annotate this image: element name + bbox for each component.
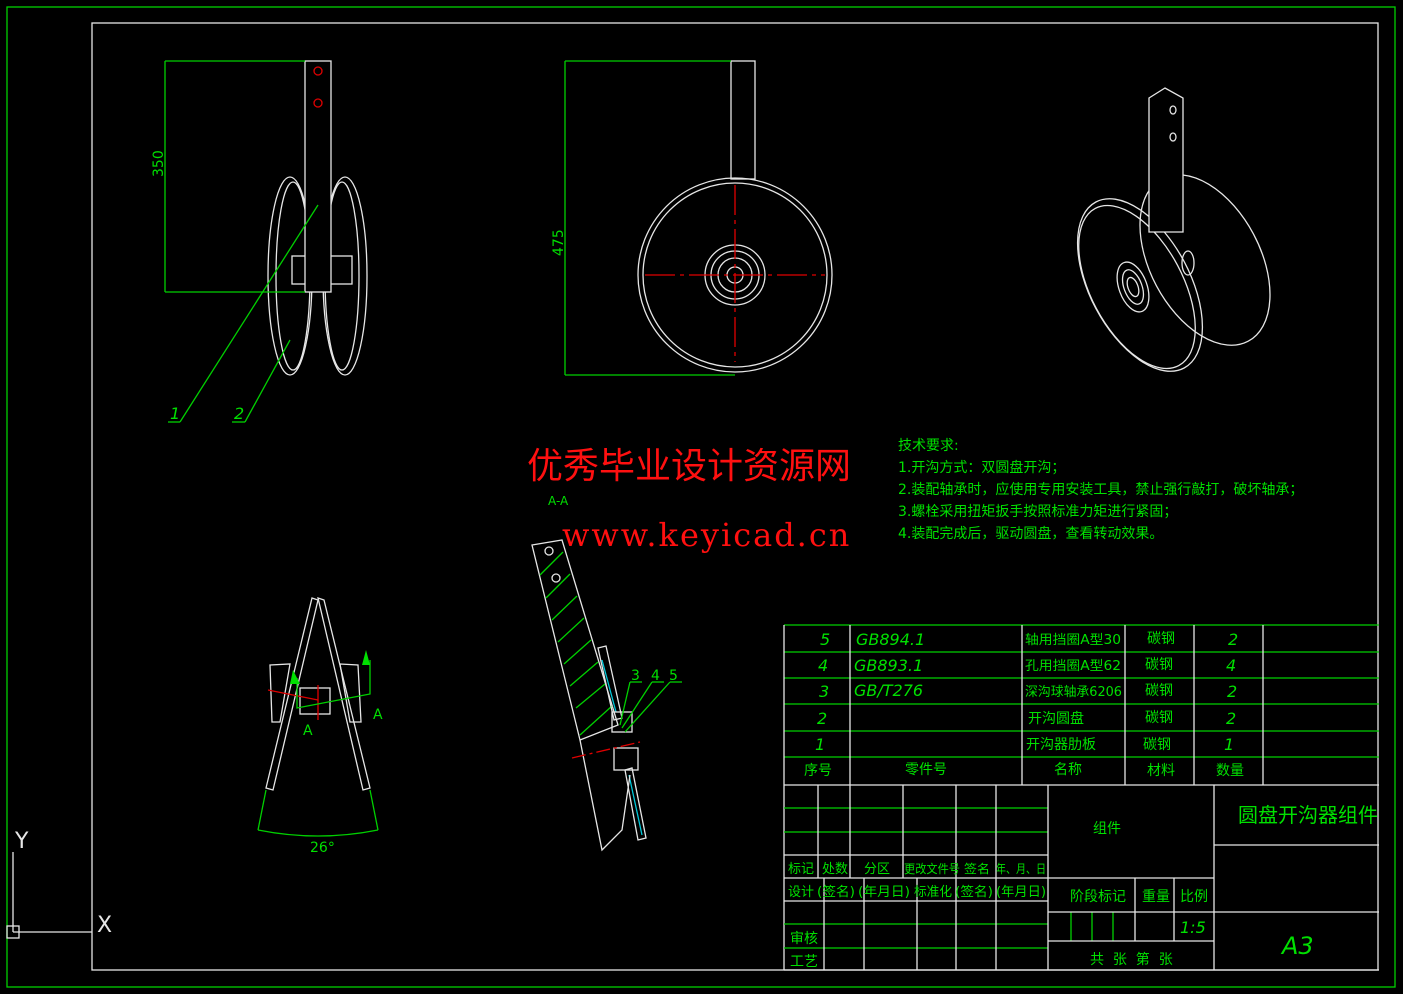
parts-row: 1 开沟器肋板 碳钢 1 <box>815 735 1234 754</box>
dimension-475-label: 475 <box>551 229 567 256</box>
balloon-2: 2 <box>234 404 244 423</box>
table-cell: 2 <box>1227 682 1237 701</box>
leader-2 <box>244 339 291 423</box>
leader-1 <box>179 204 319 423</box>
table-cell: 1 <box>815 735 825 754</box>
isometric-view <box>1076 87 1271 372</box>
rev-header-count: 处数 <box>822 862 848 877</box>
rev-header-doc: 更改文件号 <box>904 861 960 876</box>
standardization-label: 标准化 <box>914 885 952 900</box>
angle-dimension <box>257 829 379 837</box>
table-cell: (签名) <box>817 884 855 900</box>
sheet-count: 共 张 第 张 <box>1090 951 1173 968</box>
drawing-name: 圆盘开沟器组件 <box>1238 803 1378 827</box>
table-cell: 深沟球轴承6206 <box>1025 685 1122 700</box>
table-cell: 轴用挡圈A型30 <box>1025 633 1121 648</box>
table-cell: 孔用挡圈A型62 <box>1025 659 1121 674</box>
table-cell: 2 <box>817 709 827 728</box>
table-cell: 序号 <box>804 763 832 779</box>
tech-requirement-item: 4.装配完成后，驱动圆盘，查看转动效果。 <box>898 525 1163 542</box>
watermark-title: 优秀毕业设计资源网 <box>527 446 851 487</box>
section-label-left: A <box>303 723 313 739</box>
front-view: 350 1 2 <box>151 60 368 423</box>
table-cell: 碳钢 <box>1143 737 1171 753</box>
sheet-size: A3 <box>1280 932 1314 960</box>
table-cell: (年月日) <box>996 885 1046 900</box>
table-cell: GB894.1 <box>856 630 925 649</box>
section-title: A-A <box>548 494 569 508</box>
table-cell: GB/T276 <box>854 681 923 700</box>
angle-dimension-label: 26° <box>310 840 335 856</box>
table-cell: 碳钢 <box>1145 683 1173 699</box>
top-view: A A 26° <box>257 597 383 856</box>
table-cell: 零件号 <box>905 762 947 778</box>
watermark-url: www.keyicad.cn <box>562 516 851 554</box>
table-cell: 4 <box>818 656 828 675</box>
tech-requirements-title: 技术要求: <box>898 438 959 454</box>
tech-requirement-item: 1.开沟方式：双圆盘开沟； <box>898 459 1065 476</box>
section-label-right: A <box>373 707 383 723</box>
inner-frame <box>91 22 1379 971</box>
table-cell: 开沟圆盘 <box>1028 710 1084 727</box>
section-view: A-A 3 4 5 <box>531 494 682 852</box>
table-cell: (签名) <box>955 884 993 900</box>
outer-border <box>6 6 1396 988</box>
table-cell: 3 <box>819 682 829 701</box>
balloon-4: 4 <box>651 668 660 684</box>
tech-requirements: 技术要求: 1.开沟方式：双圆盘开沟； 2.装配轴承时，应使用专用安装工具，禁止… <box>898 438 1303 542</box>
rev-header-sign: 签名 <box>964 861 990 876</box>
table-cell: 2 <box>1228 630 1238 649</box>
rev-header-date: 年、月、日 <box>996 862 1046 876</box>
dimension-350-label: 350 <box>151 150 167 177</box>
parts-header-row: 序号 零件号 名称 材料 数量 <box>804 762 1244 779</box>
material-field: 组件 <box>1093 821 1121 837</box>
stage-mark-label: 阶段标记 <box>1070 889 1126 905</box>
tech-requirement-item: 3.螺栓采用扭矩扳手按照标准力矩进行紧固； <box>898 504 1177 520</box>
ucs-icon: Y X <box>6 829 112 939</box>
table-cell: 开沟器肋板 <box>1026 737 1096 753</box>
table-cell: 名称 <box>1054 762 1082 778</box>
title-block: 标记 处数 分区 更改文件号 签名 年、月、日 设计 (签名) (年月日) 标准… <box>784 785 1379 971</box>
parts-row: 4 GB893.1 孔用挡圈A型62 碳钢 4 <box>818 656 1236 675</box>
table-cell: 材料 <box>1147 763 1175 779</box>
review-label: 审核 <box>790 931 818 947</box>
parts-row: 3 GB/T276 深沟球轴承6206 碳钢 2 <box>819 681 1237 701</box>
side-view: 475 <box>551 60 833 376</box>
tech-requirement-item: 2.装配轴承时，应使用专用安装工具，禁止强行敲打，破坏轴承； <box>898 481 1303 498</box>
parts-row: 5 GB894.1 轴用挡圈A型30 碳钢 2 <box>820 630 1238 649</box>
table-cell: 碳钢 <box>1145 657 1173 673</box>
scale-label: 比例 <box>1180 889 1208 905</box>
design-label: 设计 <box>788 885 814 900</box>
ucs-y-label: Y <box>14 829 29 854</box>
parts-list: 5 GB894.1 轴用挡圈A型30 碳钢 2 4 GB893.1 孔用挡圈A型62 碳… <box>783 624 1379 970</box>
table-cell: 5 <box>820 630 830 649</box>
table-cell: 4 <box>1226 656 1236 675</box>
balloon-1: 1 <box>170 404 180 423</box>
rev-header-mark: 标记 <box>788 862 814 877</box>
weight-label: 重量 <box>1142 889 1170 905</box>
table-cell: 数量 <box>1216 763 1244 779</box>
table-cell: (年月日) <box>858 885 910 900</box>
process-label: 工艺 <box>790 954 818 970</box>
scale-value: 1:5 <box>1180 918 1206 937</box>
parts-row: 2 开沟圆盘 碳钢 2 <box>817 709 1236 728</box>
table-cell: 碳钢 <box>1147 631 1175 647</box>
balloon-5: 5 <box>669 668 678 684</box>
ucs-x-label: X <box>97 913 112 938</box>
rev-header-zone: 分区 <box>864 862 890 877</box>
table-cell: GB893.1 <box>854 656 923 675</box>
table-cell: 碳钢 <box>1145 710 1173 726</box>
table-cell: 2 <box>1226 709 1236 728</box>
balloon-3: 3 <box>631 668 640 684</box>
table-cell: 1 <box>1224 735 1234 754</box>
